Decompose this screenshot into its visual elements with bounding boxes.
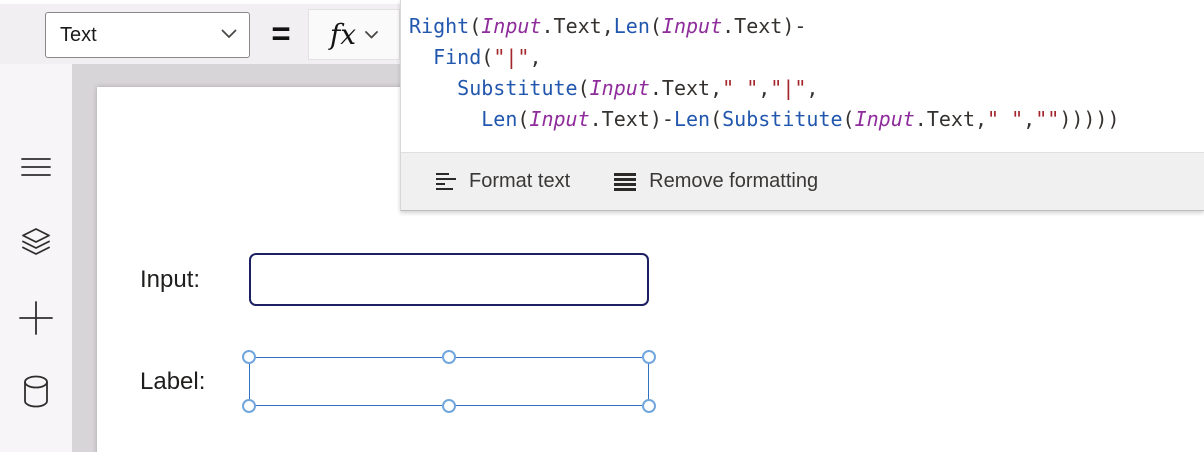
formula-token: "|" <box>493 45 530 69</box>
selected-label-control[interactable] <box>242 350 656 413</box>
formula-token: ( <box>481 45 494 69</box>
formula-token: Substitute <box>457 76 578 100</box>
formula-token: .Text, <box>914 107 988 131</box>
formula-token: " " <box>722 76 759 100</box>
text-input-control[interactable] <box>249 253 649 306</box>
formula-token: ( <box>649 14 662 38</box>
resize-handle-top-center[interactable] <box>442 350 456 364</box>
formula-token: .Text)- <box>589 107 674 131</box>
data-button[interactable] <box>12 370 60 418</box>
formula-token: .Text, <box>649 76 723 100</box>
resize-handle-bottom-left[interactable] <box>242 399 256 413</box>
formula-token: ( <box>710 107 723 131</box>
input-caption-label: Input: <box>140 266 201 293</box>
insert-plus-icon <box>18 300 54 341</box>
formula-token: Input <box>589 76 650 100</box>
remove-formatting-label: Remove formatting <box>649 170 819 192</box>
property-toolbar: Text = fx <box>0 0 400 64</box>
formula-token: Len <box>613 14 650 38</box>
formula-token: .Text)- <box>722 14 807 38</box>
formula-line: Len(Input.Text)-Len(Substitute(Input.Tex… <box>409 104 1198 135</box>
formula-footer: Format text Remove formatting <box>401 152 1204 210</box>
formula-token <box>409 107 481 131</box>
formula-line: Find("|", <box>409 42 1198 73</box>
formula-token: Substitute <box>722 107 843 131</box>
formula-token: ( <box>517 107 530 131</box>
fx-icon: fx <box>329 18 357 51</box>
formula-token: , <box>806 76 819 100</box>
property-dropdown-value: Text <box>60 23 97 46</box>
formula-token: Input <box>854 107 915 131</box>
resize-handle-bottom-right[interactable] <box>642 399 656 413</box>
formula-token: Input <box>661 14 723 38</box>
formula-token: "|" <box>770 76 807 100</box>
property-dropdown[interactable]: Text <box>45 12 250 58</box>
tree-view-button[interactable] <box>12 220 60 268</box>
formula-token: Len <box>673 107 711 131</box>
hamburger-menu-button[interactable] <box>12 145 60 193</box>
formula-token: Find <box>433 45 482 69</box>
data-icon <box>21 374 51 415</box>
formula-token: Right <box>409 14 470 38</box>
formula-line: Substitute(Input.Text," ","|", <box>409 73 1198 104</box>
hamburger-menu-icon <box>20 155 52 184</box>
remove-formatting-icon <box>614 172 637 191</box>
formula-token: ( <box>469 14 482 38</box>
remove-formatting-button[interactable]: Remove formatting <box>614 170 818 193</box>
formula-token: , <box>1023 107 1036 131</box>
media-button[interactable] <box>12 446 60 452</box>
insert-button[interactable] <box>12 296 60 344</box>
format-text-icon <box>436 173 456 190</box>
resize-handle-bottom-center[interactable] <box>442 399 456 413</box>
format-text-label: Format text <box>469 170 571 192</box>
label-caption-label: Label: <box>140 368 206 395</box>
formula-token: ( <box>842 107 855 131</box>
formula-token: .Text, <box>541 14 614 38</box>
formula-token: , <box>758 76 771 100</box>
formula-bar-panel: Right(Input.Text,Len(Input.Text)- Find("… <box>400 0 1204 211</box>
left-icon-rail <box>0 64 72 452</box>
formula-token: Input <box>529 107 590 131</box>
formula-line: Right(Input.Text,Len(Input.Text)- <box>409 11 1198 42</box>
fx-dropdown-button[interactable]: fx <box>308 9 400 60</box>
format-text-button[interactable]: Format text <box>436 170 570 193</box>
formula-token: ))))) <box>1059 107 1120 131</box>
tree-view-icon <box>18 224 54 265</box>
resize-handle-top-right[interactable] <box>642 350 656 364</box>
formula-token: ( <box>577 76 590 100</box>
resize-handle-top-left[interactable] <box>242 350 256 364</box>
formula-editor[interactable]: Right(Input.Text,Len(Input.Text)- Find("… <box>401 0 1204 135</box>
formula-token <box>409 45 433 69</box>
formula-token: , <box>529 45 542 69</box>
equals-sign: = <box>271 15 291 52</box>
formula-token <box>409 76 457 100</box>
formula-token: " " <box>987 107 1024 131</box>
chevron-down-icon <box>365 26 378 44</box>
formula-token: Input <box>481 14 542 38</box>
chevron-down-icon <box>221 26 237 44</box>
formula-token: "" <box>1035 107 1060 131</box>
formula-token: Len <box>481 107 518 131</box>
